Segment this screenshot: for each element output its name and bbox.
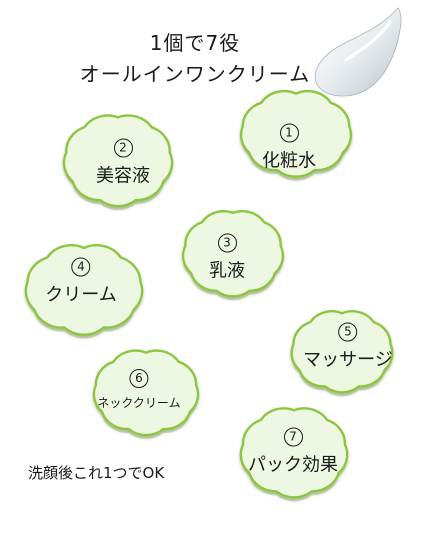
title-line-1: 1個で7役 — [149, 31, 241, 55]
item-6-label: ネッククリーム — [97, 396, 181, 410]
item-5-label: マッサージ — [303, 349, 393, 371]
item-1-number: 1 — [279, 123, 299, 143]
item-2-label: 美容液 — [96, 165, 150, 187]
item-5-number: 5 — [338, 322, 358, 342]
item-7-number: 7 — [283, 427, 303, 447]
item-7-label: パック効果 — [248, 454, 338, 476]
item-6-number: 6 — [129, 369, 149, 388]
cloud-shape-3 — [181, 210, 285, 298]
item-4-label: クリーム — [45, 284, 117, 306]
item-3: 3 乳液 — [209, 233, 245, 283]
item-4: 4 クリーム — [45, 257, 117, 307]
item-1: 1 化粧水 — [262, 123, 316, 173]
item-4-number: 4 — [71, 257, 91, 277]
item-2: 2 美容液 — [96, 138, 150, 188]
item-7: 7 パック効果 — [248, 427, 338, 477]
item-2-number: 2 — [113, 138, 133, 158]
title-line-2: オールインワンクリーム — [79, 62, 311, 86]
cloud-shape-6 — [92, 349, 200, 437]
cloud-shape-2 — [62, 114, 174, 208]
item-1-label: 化粧水 — [262, 150, 316, 172]
item-6: 6 ネッククリーム — [97, 369, 181, 411]
cream-swoosh-icon — [314, 7, 402, 97]
item-5: 5 マッサージ — [303, 322, 393, 372]
item-3-number: 3 — [217, 233, 237, 253]
item-3-label: 乳液 — [209, 260, 245, 282]
cloud-shape-7 — [239, 407, 349, 499]
cloud-shape-5 — [290, 310, 394, 394]
footer-text: 洗顔後これ1つでOK — [28, 464, 165, 482]
cloud-shape-4 — [24, 244, 144, 336]
